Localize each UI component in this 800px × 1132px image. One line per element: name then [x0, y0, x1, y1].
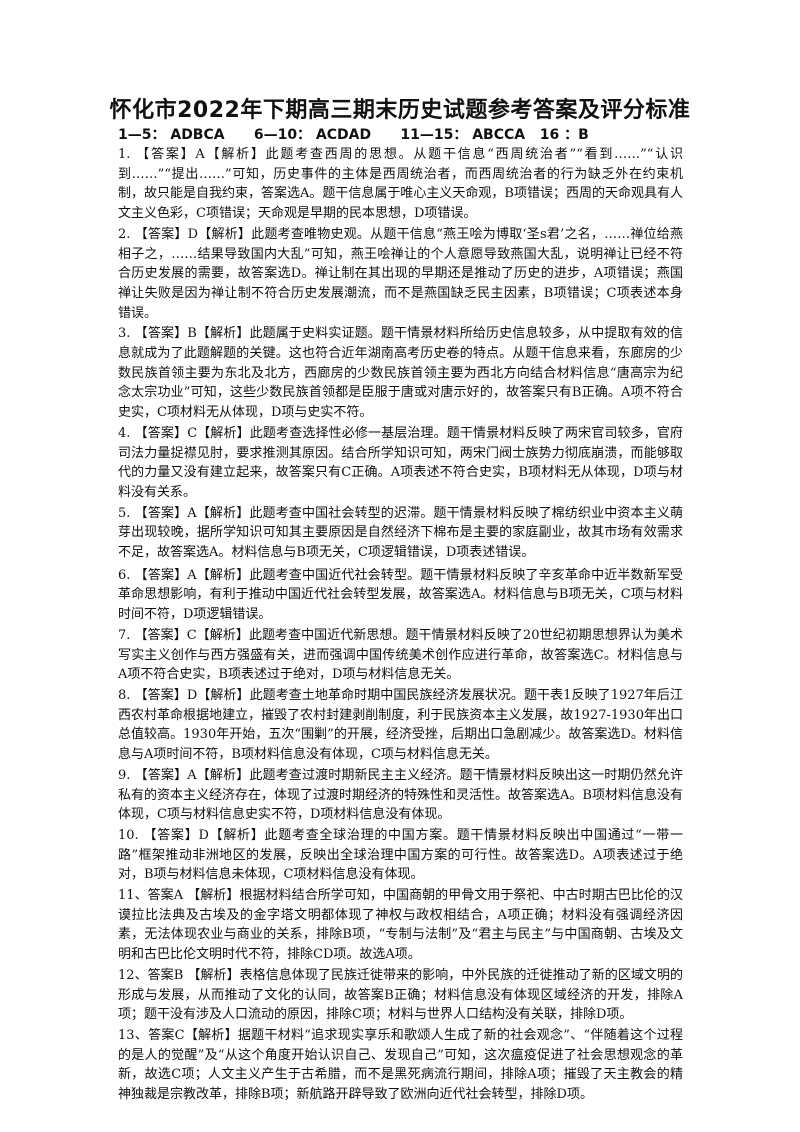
- explanation-item-7: 7. 【答案】C【解析】此题考查中国近代新思想。题干情景材料反映了20世纪初期思…: [118, 627, 683, 683]
- document-title: 怀化市2022年下期高三期末历史试题参考答案及评分标准: [109, 98, 691, 123]
- explanation-item-10: 10. 【答案】D【解析】此题考查全球治理的中国方案。题干情景材料反映出中国通过…: [118, 827, 683, 883]
- explanation-item-4: 4. 【答案】C【解析】此题考查选择性必修一基层治理。题干情景材料反映了两宋官司…: [118, 425, 683, 500]
- answer-key-line: 1—5： ADBCA 6—10： ACDAD 11—15： ABCCA 16 ：…: [118, 127, 589, 143]
- explanation-item-6: 6. 【答案】A【解析】此题考查中国近代社会转型。题干情景材料反映了辛亥革命中近…: [118, 567, 683, 623]
- explanation-item-8: 8. 【答案】D【解析】此题考查土地革命时期中国民族经济发展状况。题干表1反映了…: [118, 687, 683, 763]
- explanation-item-12: 12、答案B 【解析】表格信息体现了民族迁徙带来的影响，中外民族的迁徙推动了新的…: [118, 967, 683, 1023]
- explanation-item-13: 13、答案C【解析】据题干材料“追求现实享乐和歌颂人生成了新的社会观念”、“伴随…: [118, 1027, 683, 1103]
- explanation-item-5: 5. 【答案】A【解析】此题考查中国社会转型的迟滞。题干情景材料反映了棉纺织业中…: [118, 505, 683, 561]
- explanation-item-2: 2. 【答案】D【解析】此题考查唯物史观。从题干信息“燕王哙为博取‘圣s君’之名…: [118, 226, 683, 321]
- explanation-item-11: 11、答案A 【解析】根据材料结合所学可知，中国商朝的甲骨文用于祭祀、中古时期古…: [118, 888, 683, 963]
- explanation-item-1: 1. 【答案】A【解析】此题考查西周的思想。从题干信息“西周统治者”“看到……”…: [118, 147, 683, 222]
- explanation-item-3: 3. 【答案】B【解析】此题属于史料实证题。题干情景材料所给历史信息较多，从中提…: [118, 326, 683, 421]
- explanation-item-9: 9. 【答案】A【解析】此题考查过渡时期新民主主义经济。题干情景材料反映出这一时…: [118, 767, 683, 823]
- explanation-list: 1. 【答案】A【解析】此题考查西周的思想。从题干信息“西周统治者”“看到……”…: [118, 145, 683, 1106]
